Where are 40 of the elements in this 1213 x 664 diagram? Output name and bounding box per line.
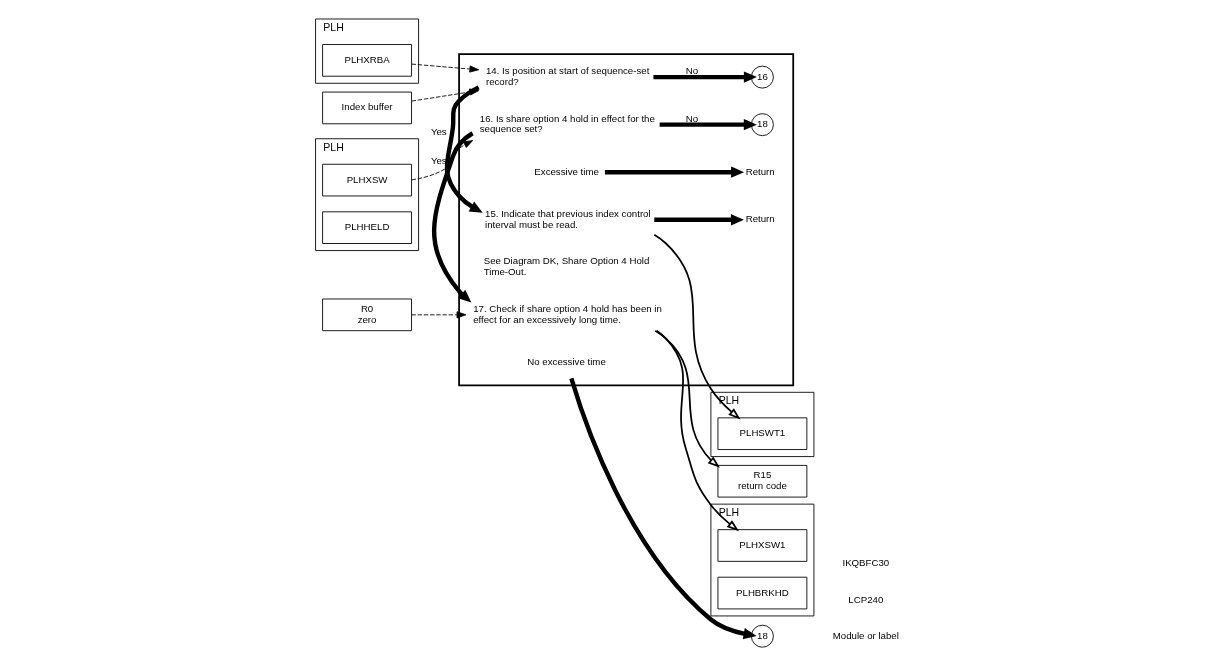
node-text: See Diagram DK, Share Option 4 Hold Time-Out. — [483, 255, 649, 278]
node-text: 15. Indicate that previous index control interval must be read. — [484, 207, 651, 230]
node-text: Return — [745, 213, 775, 225]
node-circle: 18 — [750, 113, 774, 137]
node-box: PLHXSW — [321, 163, 412, 197]
node-circle: 18 — [750, 624, 774, 648]
node-circle: 16 — [750, 65, 774, 89]
node-box: PLHXRBA — [321, 44, 412, 77]
edge-label: No — [685, 112, 698, 124]
arrow — [410, 63, 479, 73]
arrow — [652, 233, 741, 420]
label: LCP240 — [847, 593, 883, 605]
edge-label: Yes — [430, 126, 447, 138]
node-text: 17. Check if share option 4 hold has been in effect for an excessively long time. — [472, 303, 662, 325]
arrow — [653, 214, 744, 226]
node-box: PLHSWT1 — [717, 417, 807, 450]
node-text: Return — [745, 165, 775, 177]
node-text: 16. Is share option 4 hold in effect for the sequence set? — [479, 112, 655, 135]
arrow — [655, 329, 739, 532]
node-text: No excessive time — [526, 355, 606, 367]
arrow — [604, 166, 744, 178]
node-box: PLHHELD — [321, 211, 412, 244]
arrow — [652, 71, 757, 83]
label: Module or label — [832, 629, 899, 641]
edge-label: No — [685, 65, 698, 77]
node-box: R0 zero — [321, 298, 412, 332]
arrow — [431, 131, 474, 303]
node-text: Excessive time — [533, 165, 599, 177]
node-box: Index buffer — [321, 91, 412, 125]
label: IKQBFC30 — [841, 557, 889, 569]
arrow — [653, 329, 720, 468]
arrow — [410, 311, 466, 319]
arrow — [659, 118, 757, 131]
arrow — [568, 377, 757, 640]
node-box: R15 return code — [717, 464, 807, 498]
node-text: 14. Is position at start of sequence-set record? — [485, 65, 649, 87]
node-box: PLHBRKHD — [717, 576, 807, 610]
node-box: PLHXSW1 — [717, 529, 807, 562]
arrow — [410, 140, 473, 181]
edge-label: Yes — [430, 155, 447, 167]
